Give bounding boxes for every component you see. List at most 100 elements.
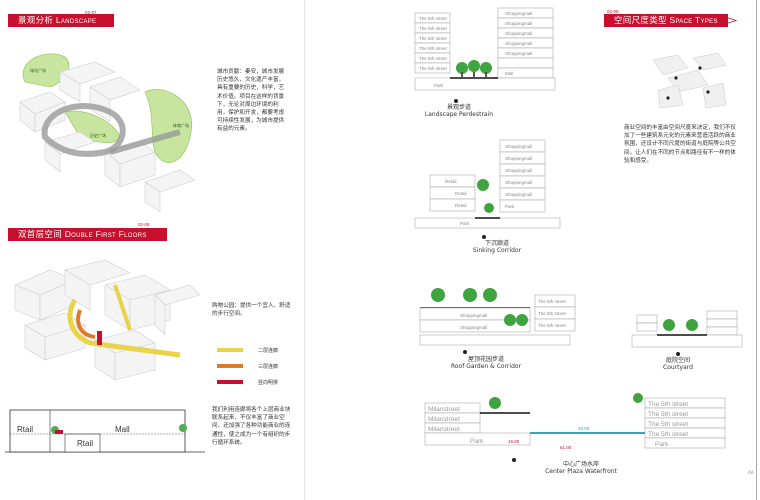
caption-marker — [512, 458, 516, 462]
label-park: Park — [505, 204, 515, 209]
label-shopping-mall: Shoppingmall — [505, 11, 532, 16]
caption-marker — [463, 350, 467, 354]
caption-zh: 景观步道 — [446, 104, 471, 111]
caption-zh: 屋顶花园步道 — [467, 356, 504, 363]
label-shopping-mall: Shoppingmall — [505, 144, 532, 149]
elev-label-rtail-1: Rtail — [17, 425, 33, 434]
caption-zh: 中心广场水岸 — [562, 461, 599, 468]
green-area-1 — [22, 53, 70, 88]
caption-en: Center Plaza Waterfront — [545, 468, 617, 475]
legend-label-red: 竖向明排 — [258, 380, 279, 386]
dim-waterfront-mid: 26.00 — [578, 426, 590, 431]
header-arrow-decoration — [715, 13, 738, 28]
label-park: Park — [470, 438, 484, 445]
legend-label-yellow: 二层连廊 — [258, 348, 279, 354]
section-header-double-first: 双首层空间 Double First Floors — [8, 228, 167, 241]
landscape-map: 绿化广场 体育广场 历史广场 — [19, 53, 196, 213]
caption-marker — [676, 352, 680, 356]
legend-swatch-orange — [217, 364, 243, 368]
label-fifth-street: The 5th street — [419, 66, 448, 71]
caption-en: Courtyard — [663, 364, 693, 371]
caption-roof-garden: 屋顶花园步道 Roof Garden & Corridor — [437, 356, 535, 370]
label-park: Park — [655, 441, 669, 448]
section-title-en: Double First Floors — [64, 229, 147, 239]
caption-center-plaza: 中心广场水岸 Center Plaza Waterfront — [540, 461, 622, 475]
label-fifth-street: The 5th street — [648, 431, 688, 438]
label-mall: Mall — [505, 71, 513, 76]
label-fifth-street: The 5th street — [648, 421, 688, 428]
caption-en: Sinking Corridor — [472, 247, 522, 254]
caption-en: Landscape Perdestrain — [424, 111, 494, 118]
caption-zh: 下沉廊道 — [484, 240, 509, 247]
double-first-description: 我们利用连廊将各个上层商业块联系起来，不仅丰富了商业空间，还加强了各种功能商业的… — [212, 407, 291, 446]
legend-swatch-red — [217, 380, 243, 384]
caption-marker — [454, 99, 458, 103]
label-milan-street: Milanstreet — [428, 416, 460, 423]
caption-courtyard: 庭院空间 Courtyard — [652, 357, 704, 371]
caption-marker — [482, 235, 486, 239]
green-area-2 — [144, 89, 193, 163]
section-code-double-first: 02-08 — [138, 222, 150, 227]
label-shopping-mall: Shoppingmall — [460, 325, 487, 330]
landscape-pedestrain-elevation: The 5th street The 5th street The 5th st… — [414, 7, 556, 91]
label-shopping-mall: Shoppingmall — [505, 41, 532, 46]
caption-zh: 庭院空间 — [665, 357, 690, 364]
header-arrow-decoration — [99, 13, 109, 28]
section-header-landscape: 景观分析 Landscape — [8, 14, 114, 27]
roof-garden-elevation: The 5th street The 5th street The 5th st… — [419, 288, 576, 346]
label-fifth-street: The 5th street — [648, 401, 688, 408]
landscape-description: 城市贡献：秦安，城市发展历史悠久，文化遗产丰富，具有重要的历史，科学，艺术价值。… — [217, 69, 285, 133]
label-retail: Retail — [455, 203, 467, 208]
label-shopping-mall: Shoppingmall — [505, 31, 532, 36]
space-types-map — [652, 52, 727, 109]
elev-label-rtail-2: Rtail — [77, 439, 93, 448]
label-shopping-mall: Shoppingmall — [460, 313, 487, 318]
caption-en: Roof Garden & Corridor — [450, 363, 522, 370]
label-milan-street: Milanstreet — [428, 426, 460, 433]
dim-waterfront-span: 61.00 — [560, 445, 572, 450]
caption-landscape-pedestrain: 景观步道 Landscape Perdestrain — [420, 104, 498, 118]
label-fifth-street: The 5th street — [538, 323, 567, 328]
map-label-green2: 体育广场 — [173, 122, 189, 128]
label-fifth-street: The 5th street — [419, 36, 448, 41]
header-arrow-decoration — [152, 227, 162, 242]
double-first-floors-map — [14, 259, 201, 381]
label-shopping-mall: Shoppingmall — [505, 51, 532, 56]
label-shopping-mall: Shoppingmall — [505, 21, 532, 26]
center-plaza-elevation: Milanstreet Milanstreet Milanstreet Park… — [424, 393, 726, 450]
page-fold — [304, 0, 305, 500]
sinking-corridor-elevation: Shoppingmall Shoppingmall Shoppingmall S… — [414, 139, 561, 229]
section-title-en: Space Types — [669, 15, 718, 25]
label-retail: Retail — [455, 191, 467, 196]
map-label-green1: 绿化广场 — [30, 67, 46, 73]
shopping-park-description: 购物公园：提供一个宜人、舒适的步行空间。 — [212, 303, 291, 318]
section-header-space-types: 空间尺度类型 Space Types — [604, 14, 728, 27]
section-code-landscape: 02-07 — [85, 10, 97, 15]
label-fifth-street: The 5th street — [538, 311, 567, 316]
dim-waterfront-left: 16.00 — [508, 439, 520, 444]
label-milan-street: Milanstreet — [428, 406, 460, 413]
page-edge-line — [756, 0, 757, 500]
label-retail: Retail — [445, 179, 457, 184]
label-fifth-street: The 5th street — [648, 411, 688, 418]
map-label-green3: 历史广场 — [90, 132, 106, 138]
label-shopping-mall: Shoppingmall — [505, 168, 532, 173]
double-first-elevation: Rtail Rtail Mall — [5, 409, 205, 453]
label-park: Park — [460, 221, 470, 226]
section-title-en: Landscape — [55, 15, 97, 25]
label-fifth-street: The 5th street — [419, 26, 448, 31]
section-code-space-types: 02-09 — [607, 9, 619, 14]
legend-swatch-yellow — [217, 348, 243, 352]
section-title-zh: 空间尺度类型 — [614, 15, 667, 25]
label-shopping-mall: Shoppingmall — [505, 180, 532, 185]
label-shopping-mall: Shoppingmall — [505, 192, 532, 197]
label-fifth-street: The 5th street — [419, 56, 448, 61]
page-edge-label: AA — [748, 470, 754, 475]
label-park: Park — [434, 83, 444, 88]
elev-label-mall: Mall — [115, 425, 130, 434]
label-shopping-mall: Shoppingmall — [505, 156, 532, 161]
label-fifth-street: The 5th street — [538, 299, 567, 304]
label-fifth-street: The 5th street — [419, 46, 448, 51]
section-title-zh: 双首层空间 — [18, 229, 63, 239]
